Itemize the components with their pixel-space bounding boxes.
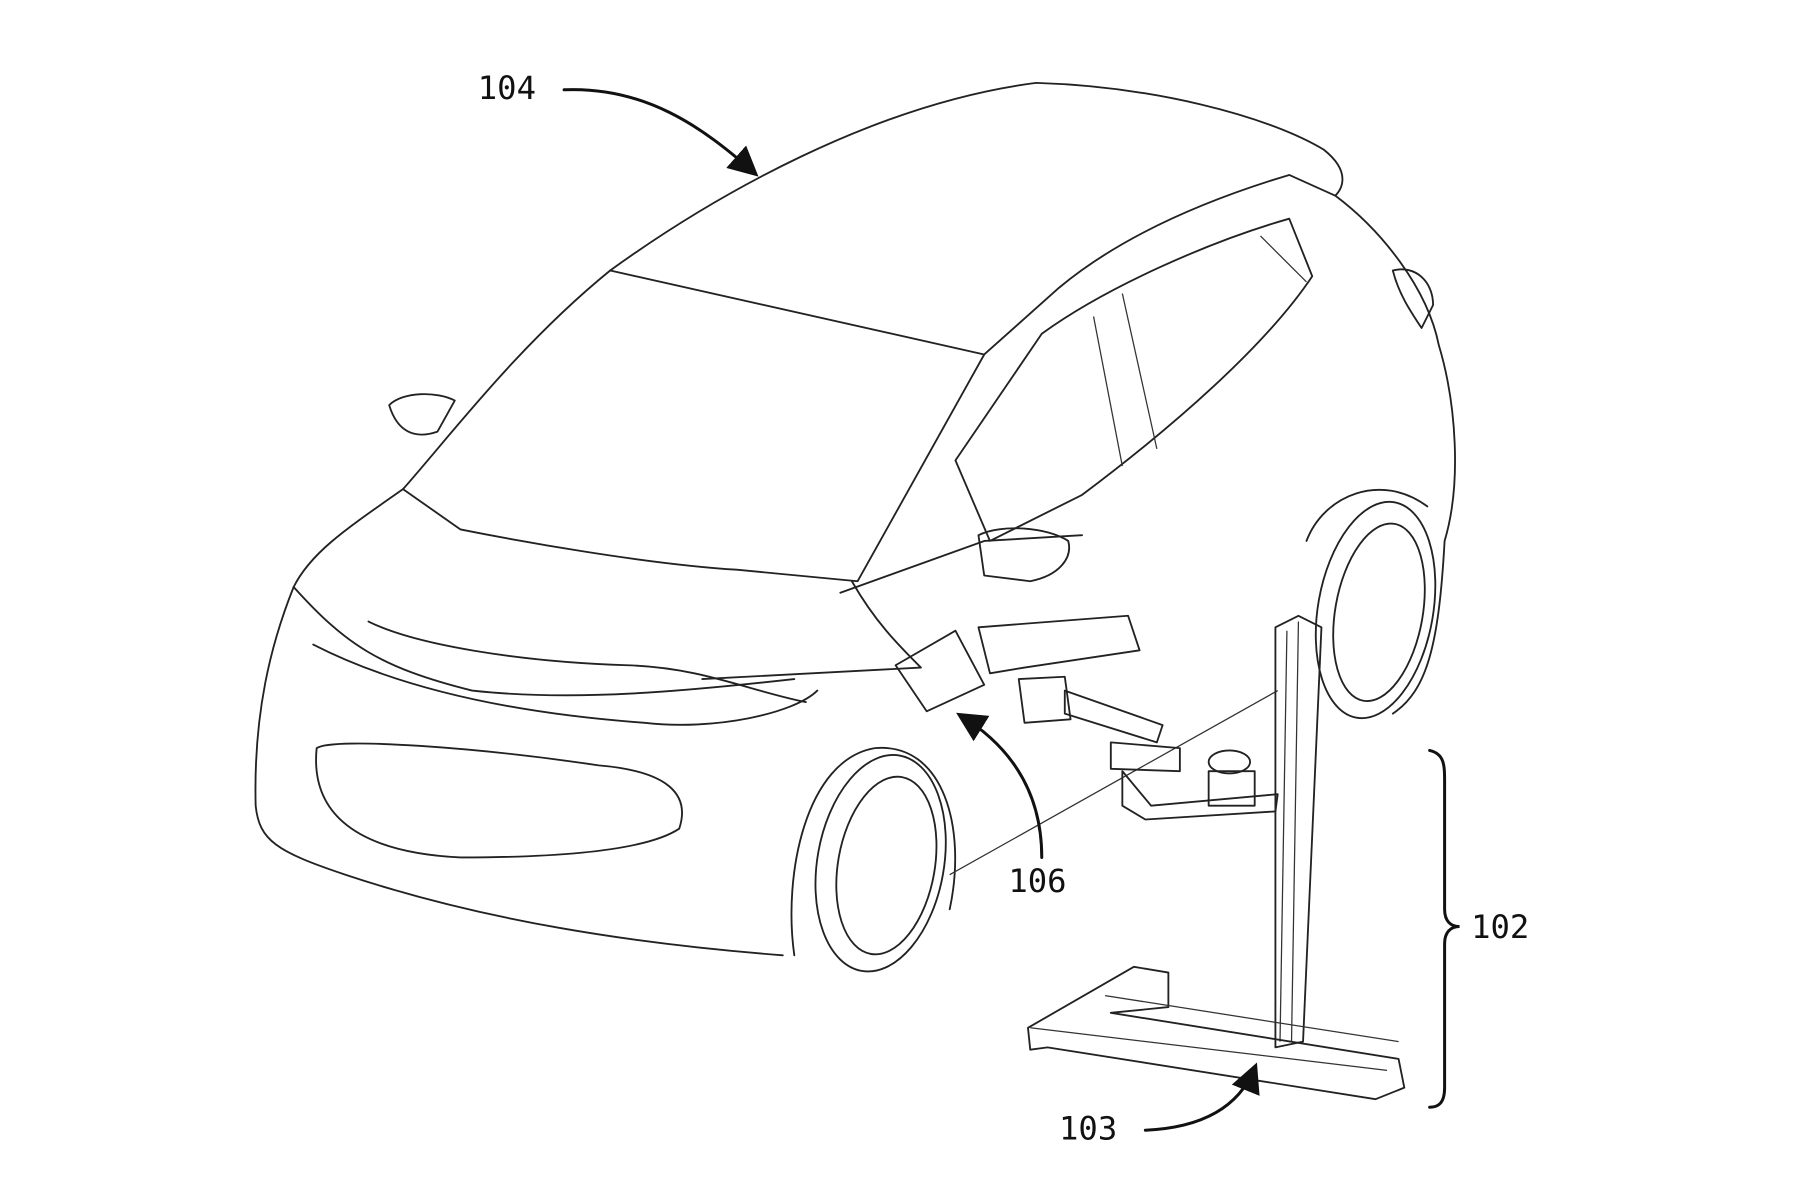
leader-arrow-base (1143, 1062, 1260, 1132)
leader-arrow-charging-port (956, 712, 1044, 859)
charging-port-door (894, 629, 986, 713)
vehicle-drawing (254, 81, 1456, 973)
label-charging-port: 106 (1008, 862, 1066, 900)
bracket-robot-system (1428, 748, 1460, 1109)
leader-arrow-vehicle (562, 88, 759, 177)
label-vehicle: 104 (478, 69, 536, 107)
robot-charger-drawing (977, 614, 1406, 1101)
label-robot-system: 102 (1471, 908, 1529, 946)
label-base: 103 (1059, 1109, 1117, 1147)
